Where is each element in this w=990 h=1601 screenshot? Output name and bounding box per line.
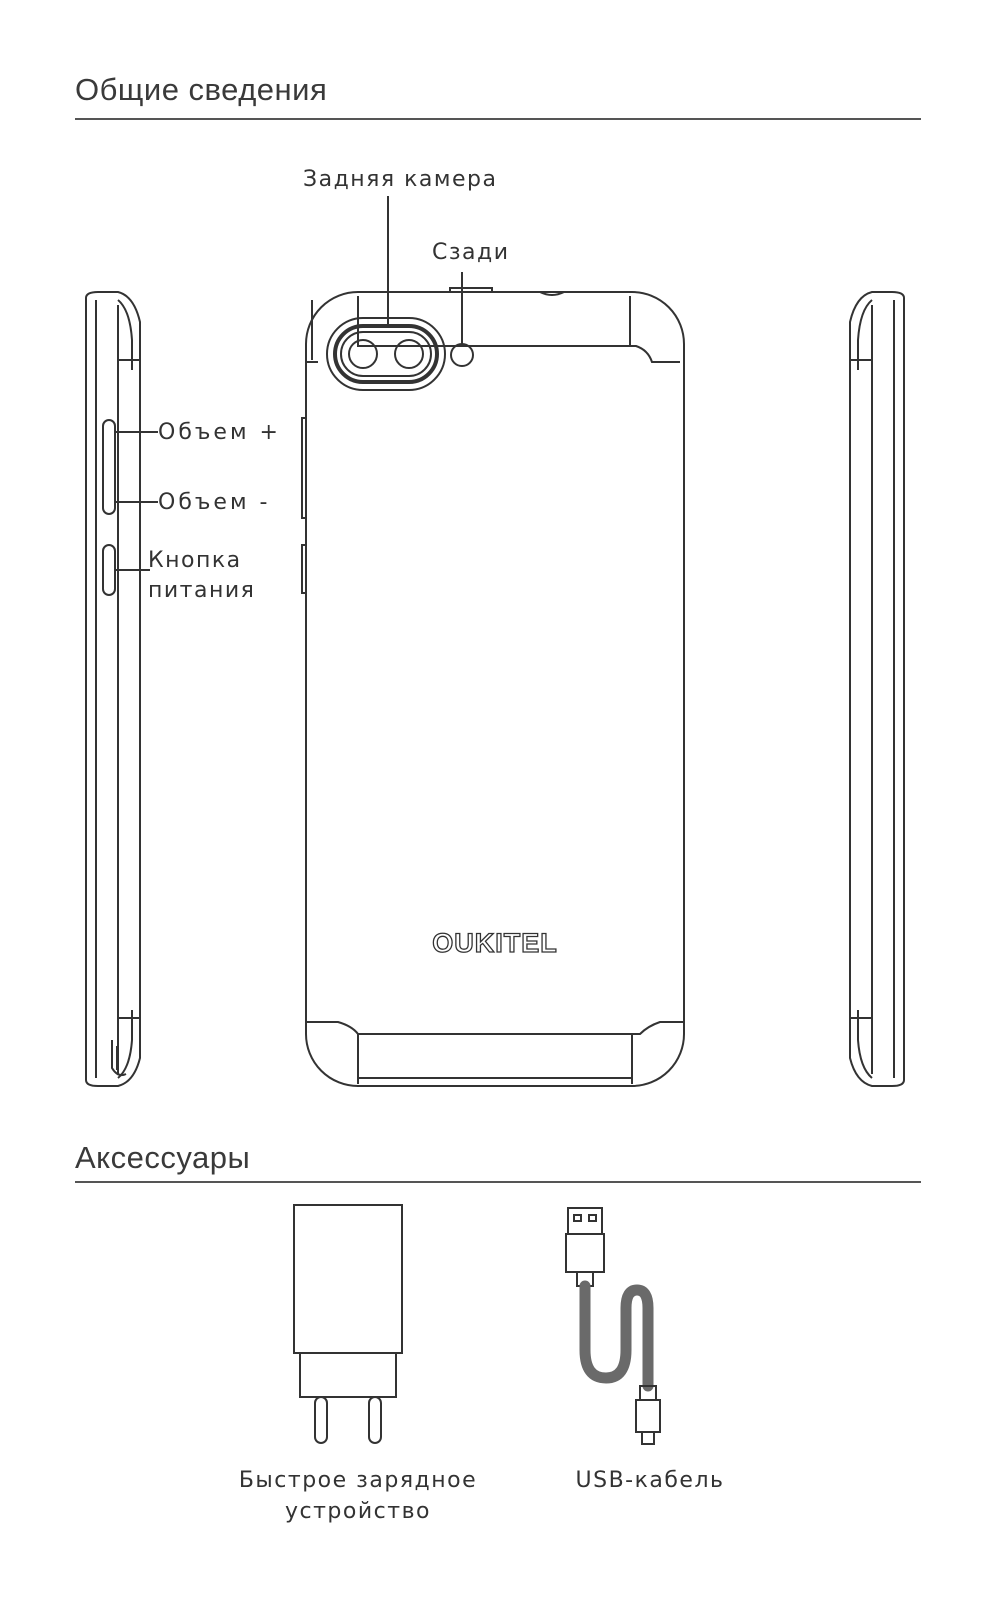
phone-left-side-view bbox=[85, 291, 141, 1087]
charger-illustration bbox=[293, 1204, 403, 1444]
label-power-line2: питания bbox=[148, 578, 256, 603]
usb-cable-illustration bbox=[565, 1207, 661, 1445]
camera-lens-icon-2 bbox=[394, 339, 424, 369]
section-divider-accessories bbox=[75, 1181, 921, 1183]
phone-back-view bbox=[301, 196, 685, 1087]
label-usb-cable: USB-кабель bbox=[575, 1468, 725, 1493]
oukitel-logo: OUKITEL bbox=[432, 928, 558, 958]
label-rear-camera: Задняя камера bbox=[303, 167, 498, 192]
label-back: Сзади bbox=[432, 240, 510, 265]
label-power-line1: Кнопка bbox=[148, 548, 242, 573]
phone-right-side-view bbox=[849, 291, 905, 1087]
label-charger-line1: Быстрое зарядное bbox=[238, 1468, 478, 1493]
volume-button-illustration bbox=[102, 419, 116, 515]
side-button-marks bbox=[301, 417, 307, 519]
power-button-illustration bbox=[102, 544, 116, 596]
label-charger-line2: устройство bbox=[285, 1499, 431, 1524]
section-divider-general bbox=[75, 118, 921, 120]
section-title-general: Общие сведения bbox=[75, 72, 328, 107]
section-title-accessories: Аксессуары bbox=[75, 1140, 251, 1175]
side-button-marks-2 bbox=[301, 544, 307, 594]
camera-lens-icon bbox=[348, 339, 378, 369]
label-volume-down: Объем - bbox=[158, 490, 271, 515]
flash-icon bbox=[450, 343, 474, 367]
label-volume-up: Объем + bbox=[158, 420, 281, 445]
rear-camera-module bbox=[326, 317, 474, 391]
